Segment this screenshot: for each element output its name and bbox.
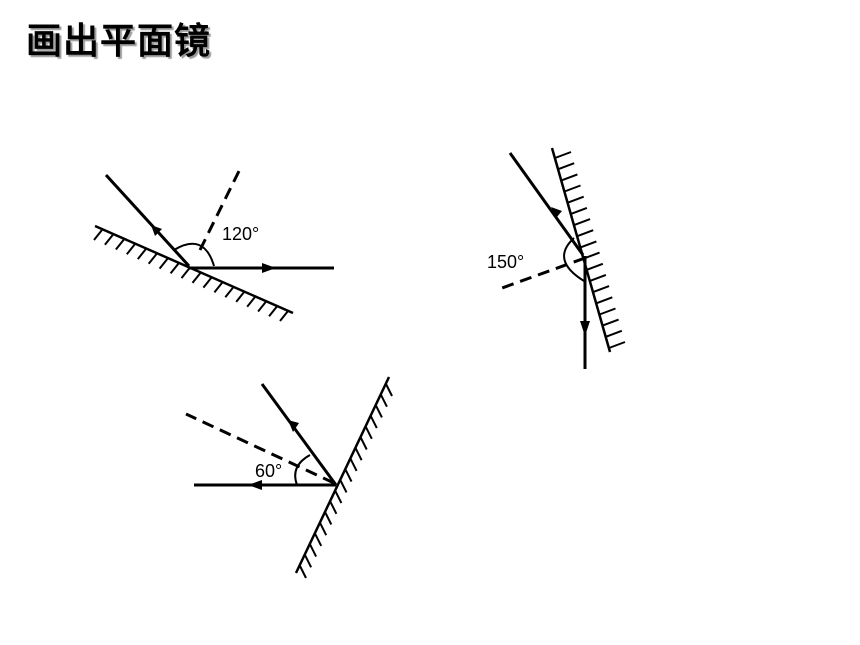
hatch-mark [580, 240, 597, 249]
hatch-mark [339, 479, 348, 493]
hatch-mark [576, 229, 594, 238]
dashed-line-2 [501, 256, 586, 290]
dashed-line-1 [198, 164, 244, 251]
hatch-mark [369, 415, 378, 429]
hatch-mark [364, 426, 373, 440]
hatch-mark [554, 151, 572, 159]
hatch-mark [557, 162, 575, 171]
hatch-mark [309, 544, 317, 558]
angle-label-1: 120° [222, 224, 259, 244]
hatch-mark [608, 341, 626, 349]
hatch-mark [147, 253, 158, 265]
incident-arrow-1 [151, 225, 162, 236]
figure-1: 120° [93, 164, 334, 322]
hatch-mark [595, 296, 613, 305]
hatch-mark [180, 267, 191, 279]
hatch-mark [354, 447, 363, 461]
hatch-mark [246, 296, 256, 308]
angle-arc-2 [563, 237, 585, 282]
hatch-mark [586, 262, 604, 271]
mirror-surface-1 [93, 224, 294, 322]
hatch-mark [104, 234, 114, 246]
hatch-mark [329, 501, 338, 515]
hatch-mark [567, 195, 585, 204]
hatch-mark [279, 310, 289, 322]
figure-3: 60° [185, 376, 393, 579]
hatch-mark [202, 276, 213, 289]
hatch-mark [235, 291, 245, 303]
mirror-hatching-3 [299, 383, 393, 579]
hatch-mark [319, 522, 328, 536]
hatch-mark [605, 329, 623, 338]
hatch-mark [304, 554, 312, 568]
hatch-mark [589, 273, 607, 282]
hatch-mark [126, 243, 136, 255]
hatch-mark [344, 469, 353, 483]
hatch-mark [359, 437, 368, 450]
hatch-mark [599, 307, 616, 316]
angle-arc-1 [173, 242, 215, 267]
hatch-mark [93, 229, 103, 241]
dashed-line-3 [185, 412, 335, 485]
incident-arrow-3 [288, 420, 299, 432]
angle-label-3: 60° [255, 461, 282, 481]
hatch-mark [213, 281, 224, 294]
mirror-surface-3 [294, 376, 393, 579]
hatch-mark [592, 285, 610, 294]
hatch-mark [268, 305, 278, 317]
mirror-hatching-1 [93, 229, 289, 322]
reflected-arrow-1 [262, 263, 276, 273]
incident-ray-1 [104, 173, 191, 268]
hatch-mark [191, 272, 202, 284]
reflected-arrow-3 [248, 480, 262, 490]
incident-arrow-2 [551, 207, 562, 218]
figure-2: 150° [487, 147, 626, 369]
hatch-mark [115, 238, 125, 251]
hatch-mark [602, 318, 619, 327]
hatch-mark [257, 300, 267, 313]
hatch-mark [570, 206, 588, 215]
hatch-mark [380, 394, 388, 408]
hatch-mark [385, 383, 393, 397]
hatch-mark [314, 533, 323, 547]
angle-label-2: 150° [487, 252, 524, 272]
hatch-mark [561, 173, 578, 182]
hatch-mark [349, 458, 358, 472]
hatch-mark [375, 404, 383, 418]
hatch-mark [299, 565, 307, 579]
hatch-mark [564, 184, 581, 193]
hatch-mark [137, 248, 147, 260]
page-title: 画出平面镜 [26, 21, 212, 62]
reflected-arrow-2 [580, 321, 590, 336]
hatch-mark [324, 512, 333, 525]
hatch-mark [224, 286, 235, 298]
incident-ray-2 [508, 152, 585, 256]
angle-arc-3 [294, 454, 311, 486]
hatch-mark [158, 257, 169, 270]
hatch-mark [334, 490, 343, 504]
hatch-mark [169, 262, 180, 275]
incident-ray-3 [260, 383, 338, 486]
mirror-hatching-2 [554, 151, 626, 349]
hatch-mark [573, 218, 591, 227]
